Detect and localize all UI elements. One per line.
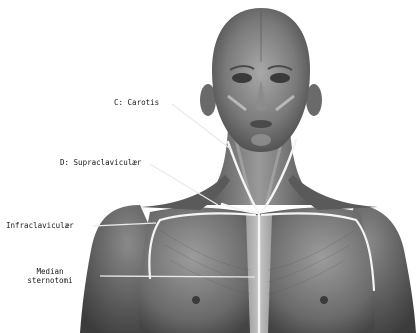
left-eye [232, 73, 252, 83]
label-median-line2: sternotomi [22, 276, 78, 285]
right-eye [270, 73, 290, 83]
right-nipple [320, 296, 328, 304]
mouth [250, 120, 272, 128]
label-carotis: C: Carotis [114, 98, 159, 107]
right-pectoral [258, 208, 374, 333]
label-supraclavicular: D: Supraclaviculær [60, 158, 141, 167]
label-infraclavicular: Infraclaviculær [6, 221, 74, 230]
left-nipple [192, 296, 200, 304]
label-median-line1: Median [22, 267, 78, 276]
label-median-sternotomy: Median sternotomi [22, 267, 78, 285]
supraclavicular-leader [150, 164, 218, 205]
head [200, 8, 322, 152]
